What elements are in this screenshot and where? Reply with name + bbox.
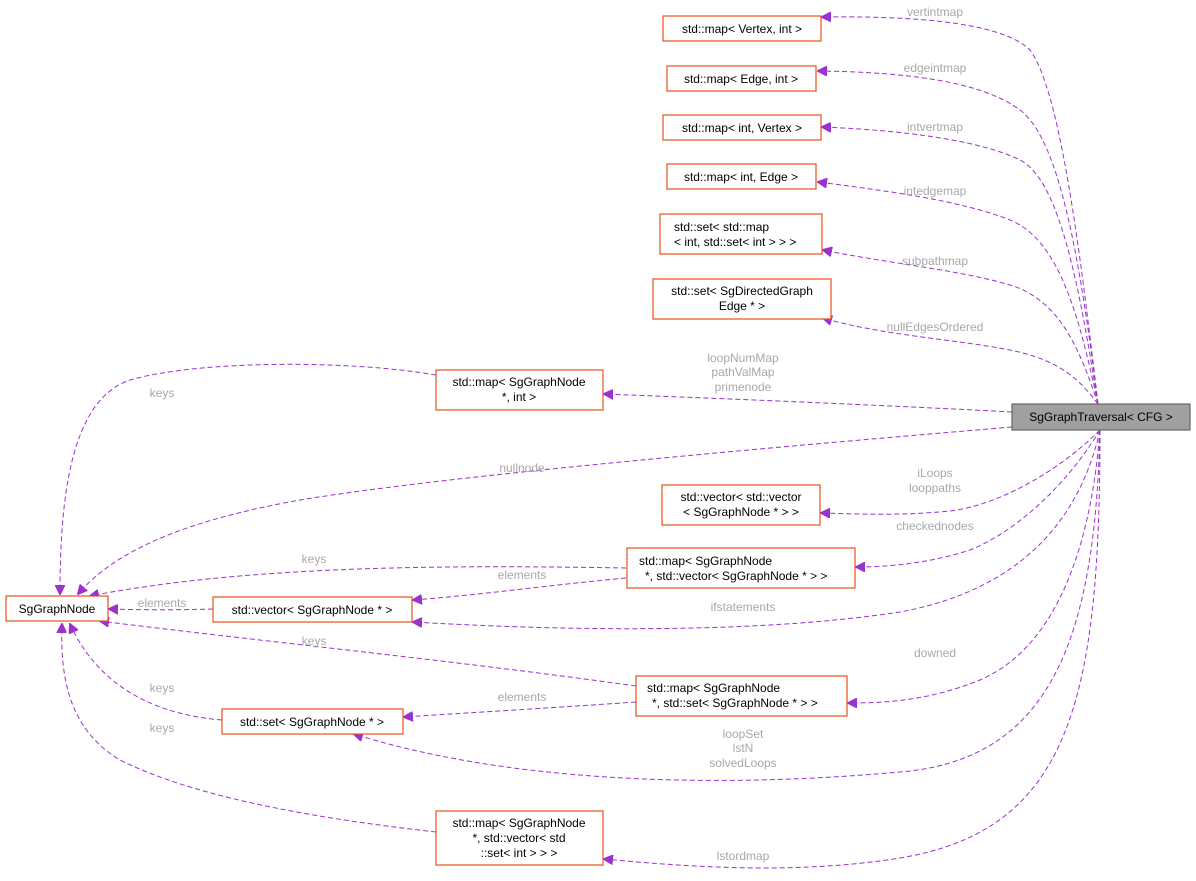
label-intvertmap: intvertmap <box>907 120 963 134</box>
node-map-sggraphnode-vector-set-label-1: std::map< SgGraphNode <box>452 816 585 830</box>
nodes: SgGraphTraversal< CFG > std::map< Vertex… <box>5 15 1191 866</box>
label-lstn: lstN <box>733 741 754 755</box>
node-map-sggraphnode-vector-label-1: std::map< SgGraphNode <box>639 554 772 568</box>
label-lstordmap: lstordmap <box>717 849 770 863</box>
node-sggraphnode[interactable]: SgGraphNode <box>5 595 109 622</box>
node-map-sggraphnode-set-label-1: std::map< SgGraphNode <box>647 681 780 695</box>
label-elements-mapvec: elements <box>498 568 547 582</box>
label-ifstatements: ifstatements <box>711 600 776 614</box>
label-elements-mapset: elements <box>498 690 547 704</box>
edge-mapvec-keys <box>90 566 627 596</box>
label-keys-mapvecset: keys <box>150 721 175 735</box>
edge-subpathmap <box>823 250 1099 405</box>
node-sggraphtraversal-label: SgGraphTraversal< CFG > <box>1029 410 1173 424</box>
node-map-edge-int-label: std::map< Edge, int > <box>684 72 798 86</box>
edge-vecvec <box>821 429 1101 514</box>
node-map-sggraphnode-int[interactable]: std::map< SgGraphNode *, int > <box>435 369 604 411</box>
edge-checkednodes <box>856 429 1101 567</box>
label-intedgemap: intedgemap <box>904 184 967 198</box>
label-looppaths: looppaths <box>909 481 961 495</box>
node-vector-vector[interactable]: std::vector< std::vector < SgGraphNode *… <box>661 484 821 526</box>
edge-downed <box>848 429 1101 703</box>
edge-nullnode <box>78 426 1013 594</box>
node-vector-vector-label-2: < SgGraphNode * > > <box>683 505 799 519</box>
node-set-map-int-set[interactable]: std::set< std::map < int, std::set< int … <box>659 213 823 255</box>
node-map-sggraphnode-set[interactable]: std::map< SgGraphNode *, std::set< SgGra… <box>635 675 848 717</box>
node-set-sggraphnode[interactable]: std::set< SgGraphNode * > <box>221 708 404 735</box>
node-vector-sggraphnode-label: std::vector< SgGraphNode * > <box>232 603 393 617</box>
label-keys-mapvec: keys <box>302 552 327 566</box>
node-map-edge-int[interactable]: std::map< Edge, int > <box>666 65 817 92</box>
node-map-sggraphnode-vector-set-label-2: *, std::vector< std <box>472 831 565 845</box>
edge-nodeint-keys <box>60 363 437 594</box>
edge-setlabels <box>354 429 1101 781</box>
node-map-sggraphnode-int-label-2: *, int > <box>502 390 536 404</box>
label-loopset: loopSet <box>723 727 764 741</box>
node-map-int-edge-label: std::map< int, Edge > <box>684 170 798 184</box>
node-sggraphtraversal[interactable]: SgGraphTraversal< CFG > <box>1011 403 1191 431</box>
label-keys-set: keys <box>150 681 175 695</box>
label-downed: downed <box>914 646 956 660</box>
node-map-vertex-int[interactable]: std::map< Vertex, int > <box>662 15 822 42</box>
edge-mapset-keys <box>100 621 637 687</box>
node-set-directedgraphedge[interactable]: std::set< SgDirectedGraph Edge * > <box>652 278 832 320</box>
node-set-directedgraphedge-label-1: std::set< SgDirectedGraph <box>671 284 813 298</box>
edge-ifstatements <box>413 429 1101 630</box>
edge-mapset-elements <box>404 701 637 717</box>
node-map-sggraphnode-vector-set[interactable]: std::map< SgGraphNode *, std::vector< st… <box>435 810 604 866</box>
node-map-sggraphnode-vector[interactable]: std::map< SgGraphNode *, std::vector< Sg… <box>626 547 856 589</box>
node-map-sggraphnode-set-label-2: *, std::set< SgGraphNode * > > <box>652 696 818 710</box>
node-set-map-int-set-label-2: < int, std::set< int > > > <box>674 235 796 249</box>
label-checkednodes: checkednodes <box>896 519 973 533</box>
edge-vector-elements <box>109 609 214 610</box>
label-edgeintmap: edgeintmap <box>904 61 967 75</box>
edge-set-keys <box>70 624 223 721</box>
node-set-directedgraphedge-label-2: Edge * > <box>719 299 765 313</box>
node-map-sggraphnode-vector-set-label-3: ::set< int > > > <box>481 846 558 860</box>
label-nullnode: nullnode <box>499 461 545 475</box>
edge-mapvecset-keys <box>62 624 437 833</box>
edge-nodeint <box>604 394 1013 413</box>
node-map-sggraphnode-vector-label-2: *, std::vector< SgGraphNode * > > <box>645 569 827 583</box>
label-pathvalmap: pathValMap <box>711 365 774 379</box>
node-vector-vector-label-1: std::vector< std::vector <box>680 490 801 504</box>
edge-edgeintmap <box>818 71 1099 405</box>
node-map-int-vertex[interactable]: std::map< int, Vertex > <box>662 114 822 141</box>
label-primenode: primenode <box>715 380 772 394</box>
edge-mapvec-elements <box>413 577 627 600</box>
node-set-map-int-set-label-1: std::set< std::map <box>674 220 769 234</box>
label-loopnummap: loopNumMap <box>707 351 779 365</box>
node-map-vertex-int-label: std::map< Vertex, int > <box>682 22 802 36</box>
label-keys-nodeint: keys <box>150 386 175 400</box>
edge-intvertmap <box>822 127 1099 405</box>
node-map-sggraphnode-int-label-1: std::map< SgGraphNode <box>452 375 585 389</box>
label-solvedloops: solvedLoops <box>709 756 776 770</box>
edge-lstordmap <box>604 429 1101 869</box>
label-iloops: iLoops <box>917 466 952 480</box>
label-keys-mapset: keys <box>302 634 327 648</box>
edges <box>60 17 1101 869</box>
edge-intedgemap <box>818 182 1099 405</box>
node-sggraphnode-label: SgGraphNode <box>19 602 96 616</box>
label-subpathmap: subpathmap <box>902 254 968 268</box>
edge-labels: vertintmap edgeintmap intvertmap intedge… <box>138 5 984 863</box>
node-set-sggraphnode-label: std::set< SgGraphNode * > <box>240 715 384 729</box>
node-map-int-edge[interactable]: std::map< int, Edge > <box>666 163 817 190</box>
label-vertintmap: vertintmap <box>907 5 963 19</box>
node-vector-sggraphnode[interactable]: std::vector< SgGraphNode * > <box>212 596 413 623</box>
edge-nulledgesordered <box>823 318 1099 405</box>
label-nulledgesordered: nullEdgesOrdered <box>887 320 984 334</box>
label-elements-vector: elements <box>138 596 187 610</box>
node-map-int-vertex-label: std::map< int, Vertex > <box>682 121 802 135</box>
